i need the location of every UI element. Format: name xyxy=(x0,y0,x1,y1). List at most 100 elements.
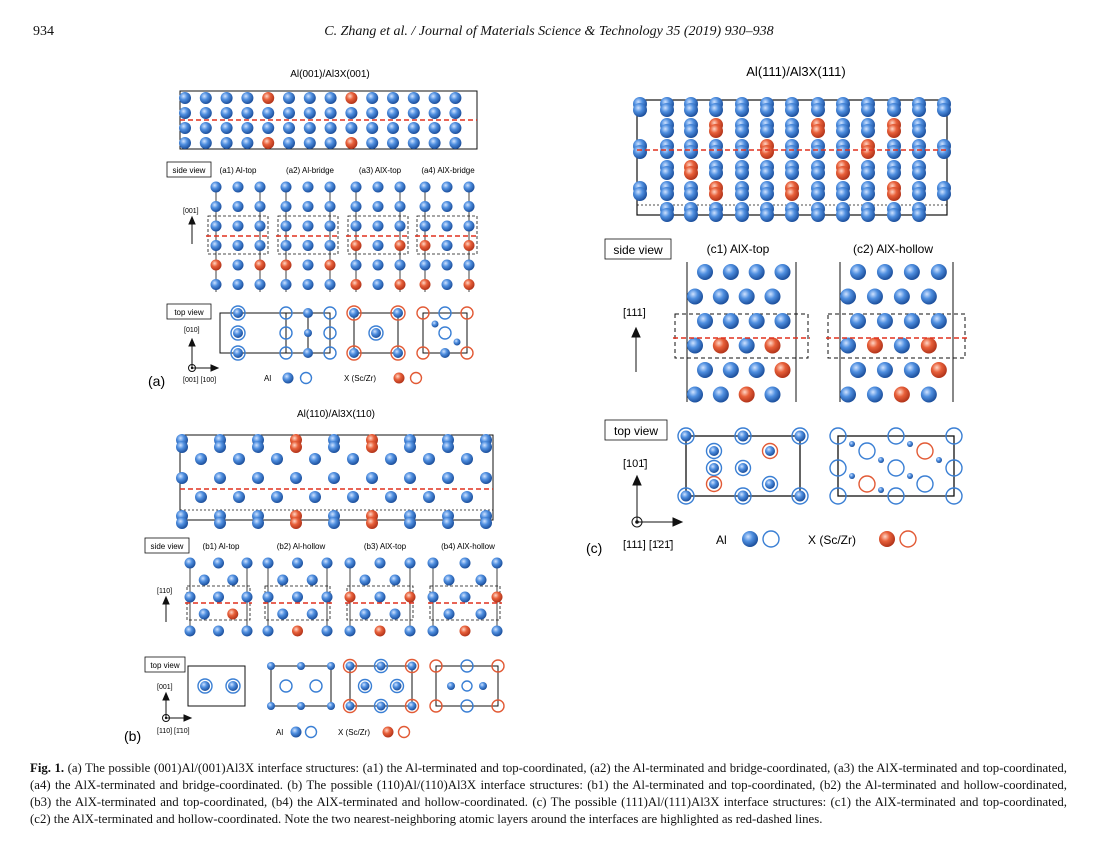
atom-icon xyxy=(660,208,674,222)
atom-icon xyxy=(764,386,781,403)
atom-outline-icon xyxy=(705,475,723,493)
atom-icon xyxy=(376,661,386,671)
atom-icon xyxy=(920,386,937,403)
atom-icon xyxy=(748,362,765,378)
atom-icon xyxy=(283,92,295,104)
atom-outline-icon xyxy=(373,658,389,674)
atom-icon xyxy=(374,591,386,603)
legend-c-x: X (Sc/Zr) xyxy=(808,533,856,547)
atom-outline-icon xyxy=(734,459,752,477)
atom-icon xyxy=(297,702,305,710)
atom-icon xyxy=(252,472,264,484)
atom-icon xyxy=(262,122,275,134)
atom-icon xyxy=(811,208,825,222)
atom-outline-icon xyxy=(323,306,337,320)
atom-icon xyxy=(292,557,303,569)
cell-box xyxy=(207,215,269,255)
atom-icon xyxy=(697,264,713,280)
atom-icon xyxy=(491,591,503,603)
atom-icon xyxy=(252,517,264,529)
atom-icon xyxy=(785,187,799,201)
atom-outline-icon xyxy=(705,442,723,460)
panel-a-title: Al(001)/Al3X(001) xyxy=(290,69,369,80)
cell-box xyxy=(416,215,478,255)
atom-icon xyxy=(463,220,475,232)
atom-icon xyxy=(254,240,266,251)
atom-icon xyxy=(893,386,910,403)
atom-icon xyxy=(393,348,403,358)
atom-icon xyxy=(366,472,378,484)
atom-icon xyxy=(441,181,453,193)
atom-icon xyxy=(232,181,244,193)
cell-box xyxy=(353,312,399,354)
atom-icon xyxy=(840,386,856,403)
atom-icon xyxy=(774,264,791,280)
atom-outline-icon xyxy=(416,306,430,320)
atom-outline-icon xyxy=(705,459,723,477)
atom-icon xyxy=(184,557,196,569)
atom-icon xyxy=(633,187,647,201)
atom-icon xyxy=(233,308,243,318)
atom-icon xyxy=(893,288,910,305)
atom-icon xyxy=(866,288,883,305)
atom-icon xyxy=(327,702,335,710)
atom-icon xyxy=(760,208,774,222)
atom-icon xyxy=(722,362,739,378)
atom-icon xyxy=(735,124,749,138)
atom-icon xyxy=(443,574,455,586)
atom-icon xyxy=(887,124,901,138)
atom-icon xyxy=(304,329,312,337)
atom-icon xyxy=(684,208,698,222)
atom-icon xyxy=(292,591,303,603)
atom-icon xyxy=(836,187,850,201)
out-of-plane-a-icon xyxy=(188,364,196,372)
atom-icon xyxy=(861,103,875,117)
atom-icon xyxy=(306,608,318,620)
atom-icon xyxy=(419,181,431,193)
atom-outline-icon xyxy=(230,305,246,321)
atom-icon xyxy=(735,208,749,222)
atom-icon xyxy=(282,372,294,384)
atom-icon xyxy=(210,279,222,290)
atom-outline-icon xyxy=(404,658,420,674)
svg-text:top view: top view xyxy=(174,308,204,317)
atom-icon xyxy=(785,166,799,180)
atom-icon xyxy=(372,181,384,193)
panel-c-top-view-tag: top view xyxy=(604,419,668,441)
atom-icon xyxy=(441,240,453,251)
atom-icon xyxy=(376,701,386,711)
atom-icon xyxy=(210,220,222,232)
atom-icon xyxy=(459,591,471,603)
atom-icon xyxy=(271,453,283,465)
atom-outline-icon xyxy=(887,459,905,477)
atom-icon xyxy=(252,441,264,453)
atom-icon xyxy=(709,145,723,159)
atom-icon xyxy=(887,145,901,159)
atom-icon xyxy=(372,279,384,290)
svg-text:top view: top view xyxy=(150,661,180,670)
atom-icon xyxy=(407,701,417,711)
atom-icon xyxy=(866,337,883,354)
atom-icon xyxy=(811,145,825,159)
panel-a-top-view-tag: top view xyxy=(166,303,212,320)
atom-icon xyxy=(404,472,416,484)
atom-icon xyxy=(283,137,295,149)
axis-b-side: [110] xyxy=(157,588,172,595)
atom-icon xyxy=(210,201,222,212)
atom-icon xyxy=(195,491,207,503)
atom-icon xyxy=(722,264,739,280)
atom-icon xyxy=(220,137,233,149)
atom-icon xyxy=(366,517,378,529)
atom-icon xyxy=(232,201,244,212)
atom-icon xyxy=(232,279,244,290)
atom-icon xyxy=(441,279,453,290)
atom-icon xyxy=(764,288,781,305)
atom-icon xyxy=(764,337,781,354)
atom-icon xyxy=(461,491,473,503)
atom-outline-icon xyxy=(230,325,246,341)
figure-caption: Fig. 1. (a) The possible (001)Al/(001)Al… xyxy=(30,760,1067,828)
atom-icon xyxy=(660,124,674,138)
atom-outline-icon xyxy=(945,427,963,445)
atom-icon xyxy=(449,107,462,119)
atom-icon xyxy=(227,574,239,586)
